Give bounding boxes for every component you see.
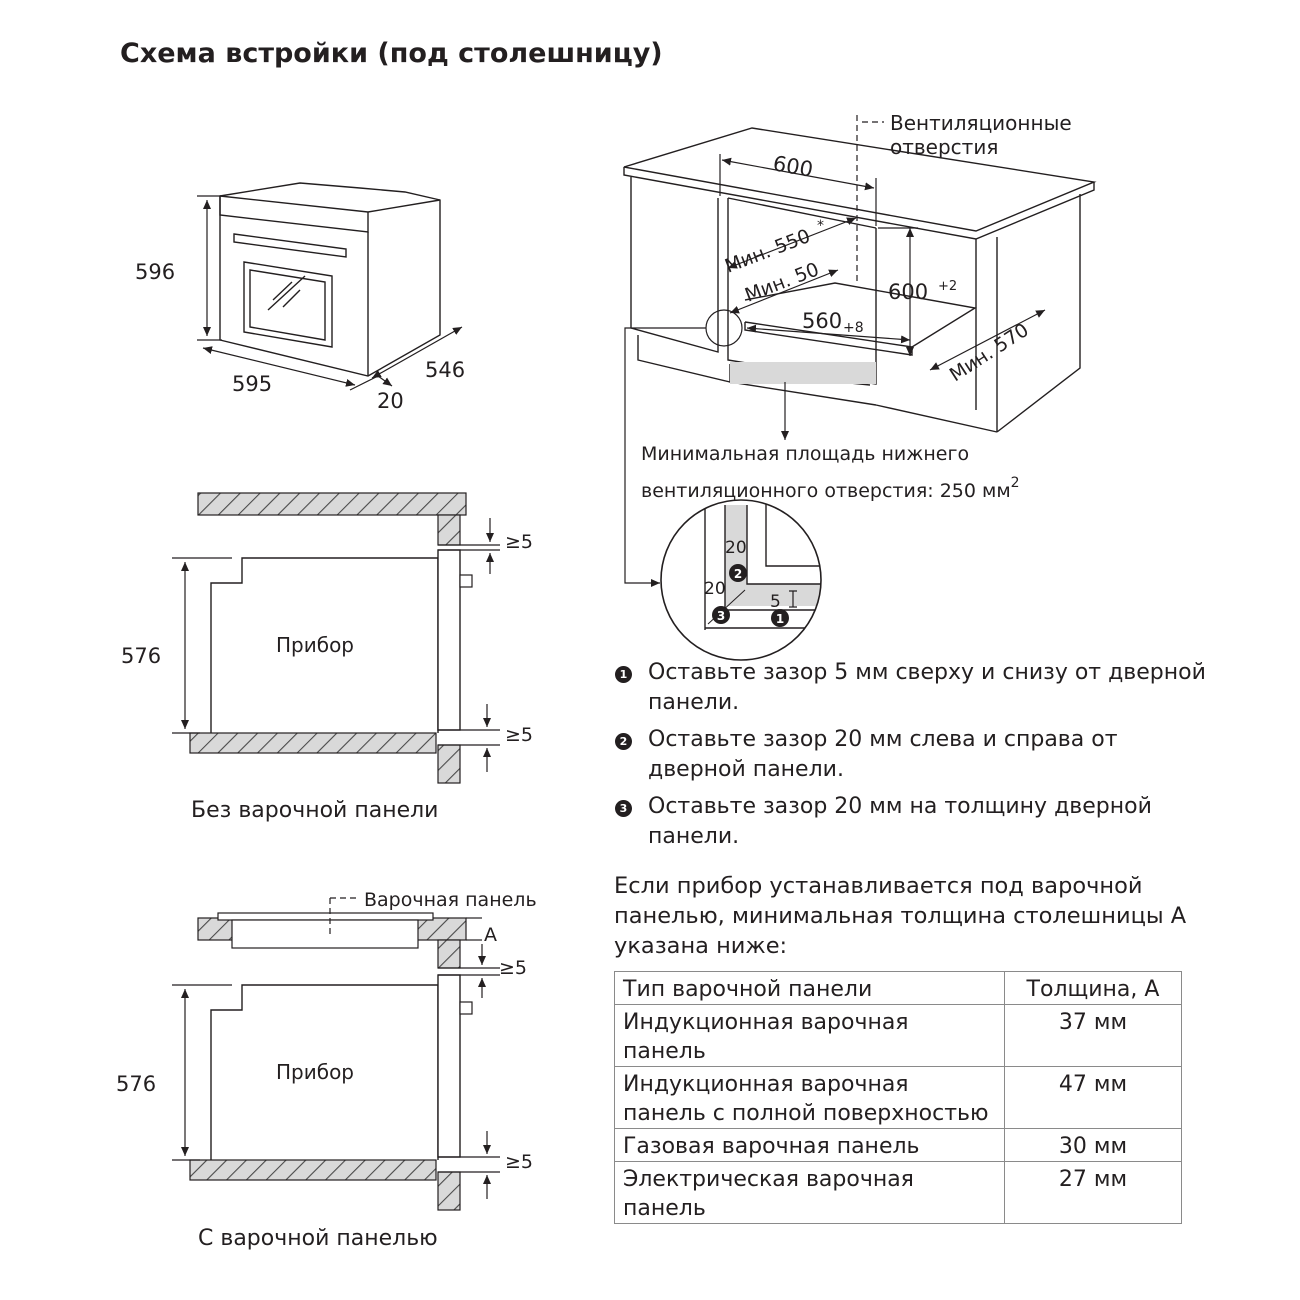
with-hob-gap-bottom-label: ≥5 — [505, 1151, 533, 1173]
with-hob-caption: С варочной панелью — [198, 1226, 438, 1251]
no-hob-height-label: 576 — [121, 644, 161, 668]
vent-label-line1: Вентиляционные — [890, 111, 1072, 135]
table-row: Газовая варочная панель 30 мм — [614, 1128, 1182, 1162]
cabinet-width-label: 600 — [771, 151, 815, 182]
asterisk-label: * — [817, 218, 824, 234]
height-tol-label: +2 — [938, 279, 957, 294]
detail-mark-3: 3 — [717, 609, 725, 623]
note-text-1: Оставьте зазор 5 мм сверху и снизу от дв… — [648, 660, 1206, 715]
note-text-3: Оставьте зазор 20 мм на толщину дверной … — [648, 794, 1152, 849]
oven-depth-label: 546 — [425, 358, 465, 382]
instruction-notes: 1 Оставьте зазор 5 мм сверху и снизу от … — [615, 658, 1215, 859]
table-row: Индукционная варочная панель с полной по… — [614, 1066, 1182, 1129]
detail-mark-2: 2 — [734, 567, 742, 581]
table-header-type: Тип варочной панели — [614, 971, 1005, 1005]
oven-drawing — [219, 182, 441, 377]
no-hob-gap-bottom-label: ≥5 — [505, 724, 533, 746]
cabinet-drawing — [623, 127, 1097, 433]
table-cell-thickness: 37 мм — [1004, 1004, 1182, 1067]
bottom-vent-line1: Минимальная площадь нижнего — [641, 443, 969, 465]
table-cell-type: Газовая варочная панель — [614, 1128, 1005, 1162]
table-row: Индукционная варочная панель 37 мм — [614, 1004, 1182, 1067]
with-hob-device-label: Прибор — [276, 1060, 354, 1084]
detail-gap-a: 20 — [725, 538, 747, 558]
section-with-hob — [172, 897, 500, 1211]
oven-dimension-lines — [197, 195, 463, 391]
table-header-row: Тип варочной панели Толщина, A — [614, 971, 1182, 1005]
no-hob-device-label: Прибор — [276, 633, 354, 657]
min-570-label: Мин. 570 — [946, 319, 1033, 386]
note-number-1: 1 — [615, 666, 632, 683]
width-tol-label: +8 — [843, 320, 864, 336]
thickness-a-label: A — [484, 924, 497, 946]
cabinet-dimension-lines — [624, 115, 1046, 587]
oven-door-label: 20 — [377, 389, 404, 413]
note-item: 1 Оставьте зазор 5 мм сверху и снизу от … — [615, 658, 1215, 718]
oven-width-label: 595 — [232, 372, 272, 396]
detail-mark-1-bg — [771, 609, 789, 627]
note-item: 3 Оставьте зазор 20 мм на толщину дверно… — [615, 792, 1215, 852]
hob-intro-text: Если прибор устанавливается под варочной… — [614, 873, 1187, 959]
bottom-vent-sup: 2 — [1011, 475, 1020, 491]
bottom-vent-line2-text: вентиляционного отверстия: 250 мм — [641, 480, 1011, 502]
detail-mark-2-bg — [729, 564, 747, 582]
with-hob-height-label: 576 — [116, 1072, 156, 1096]
page-title: Схема встройки (под столешницу) — [120, 38, 663, 69]
bottom-vent-opening — [730, 362, 876, 384]
hob-label: Варочная панель — [364, 889, 537, 911]
table-header-thickness: Толщина, A — [1004, 971, 1182, 1005]
table-cell-type: Индукционная варочная панель с полной по… — [614, 1066, 1005, 1129]
no-hob-caption: Без варочной панели — [191, 798, 438, 823]
no-hob-gap-top-label: ≥5 — [505, 531, 533, 553]
gap-detail — [660, 499, 822, 661]
detail-mark-3-bg — [712, 606, 730, 624]
table-cell-thickness: 47 мм — [1004, 1066, 1182, 1129]
width-560-label: 560 — [802, 309, 842, 333]
height-600-label: 600 — [888, 280, 928, 304]
detail-gap-c: 5 — [770, 592, 781, 612]
oven-height-label: 596 — [135, 260, 175, 284]
thickness-table: Тип варочной панели Толщина, A Индукцион… — [614, 971, 1182, 1224]
note-number-3: 3 — [615, 800, 632, 817]
section-no-hob — [172, 492, 500, 784]
note-item: 2 Оставьте зазор 20 мм слева и справа от… — [615, 725, 1215, 785]
note-number-2: 2 — [615, 733, 632, 750]
with-hob-gap-top-label: ≥5 — [499, 957, 527, 979]
table-row: Электрическая варочная панель 27 мм — [614, 1161, 1182, 1224]
table-cell-type: Электрическая варочная панель — [614, 1161, 1005, 1224]
detail-gap-b: 20 — [704, 579, 726, 599]
table-cell-thickness: 27 мм — [1004, 1161, 1182, 1224]
detail-mark-1: 1 — [776, 612, 784, 626]
table-cell-type: Индукционная варочная панель — [614, 1004, 1005, 1067]
table-cell-thickness: 30 мм — [1004, 1128, 1182, 1162]
vent-label-line2: отверстия — [890, 135, 998, 159]
note-text-2: Оставьте зазор 20 мм слева и справа от д… — [648, 727, 1118, 782]
bottom-vent-line2: вентиляционного отверстия: 250 мм2 — [641, 475, 1020, 502]
